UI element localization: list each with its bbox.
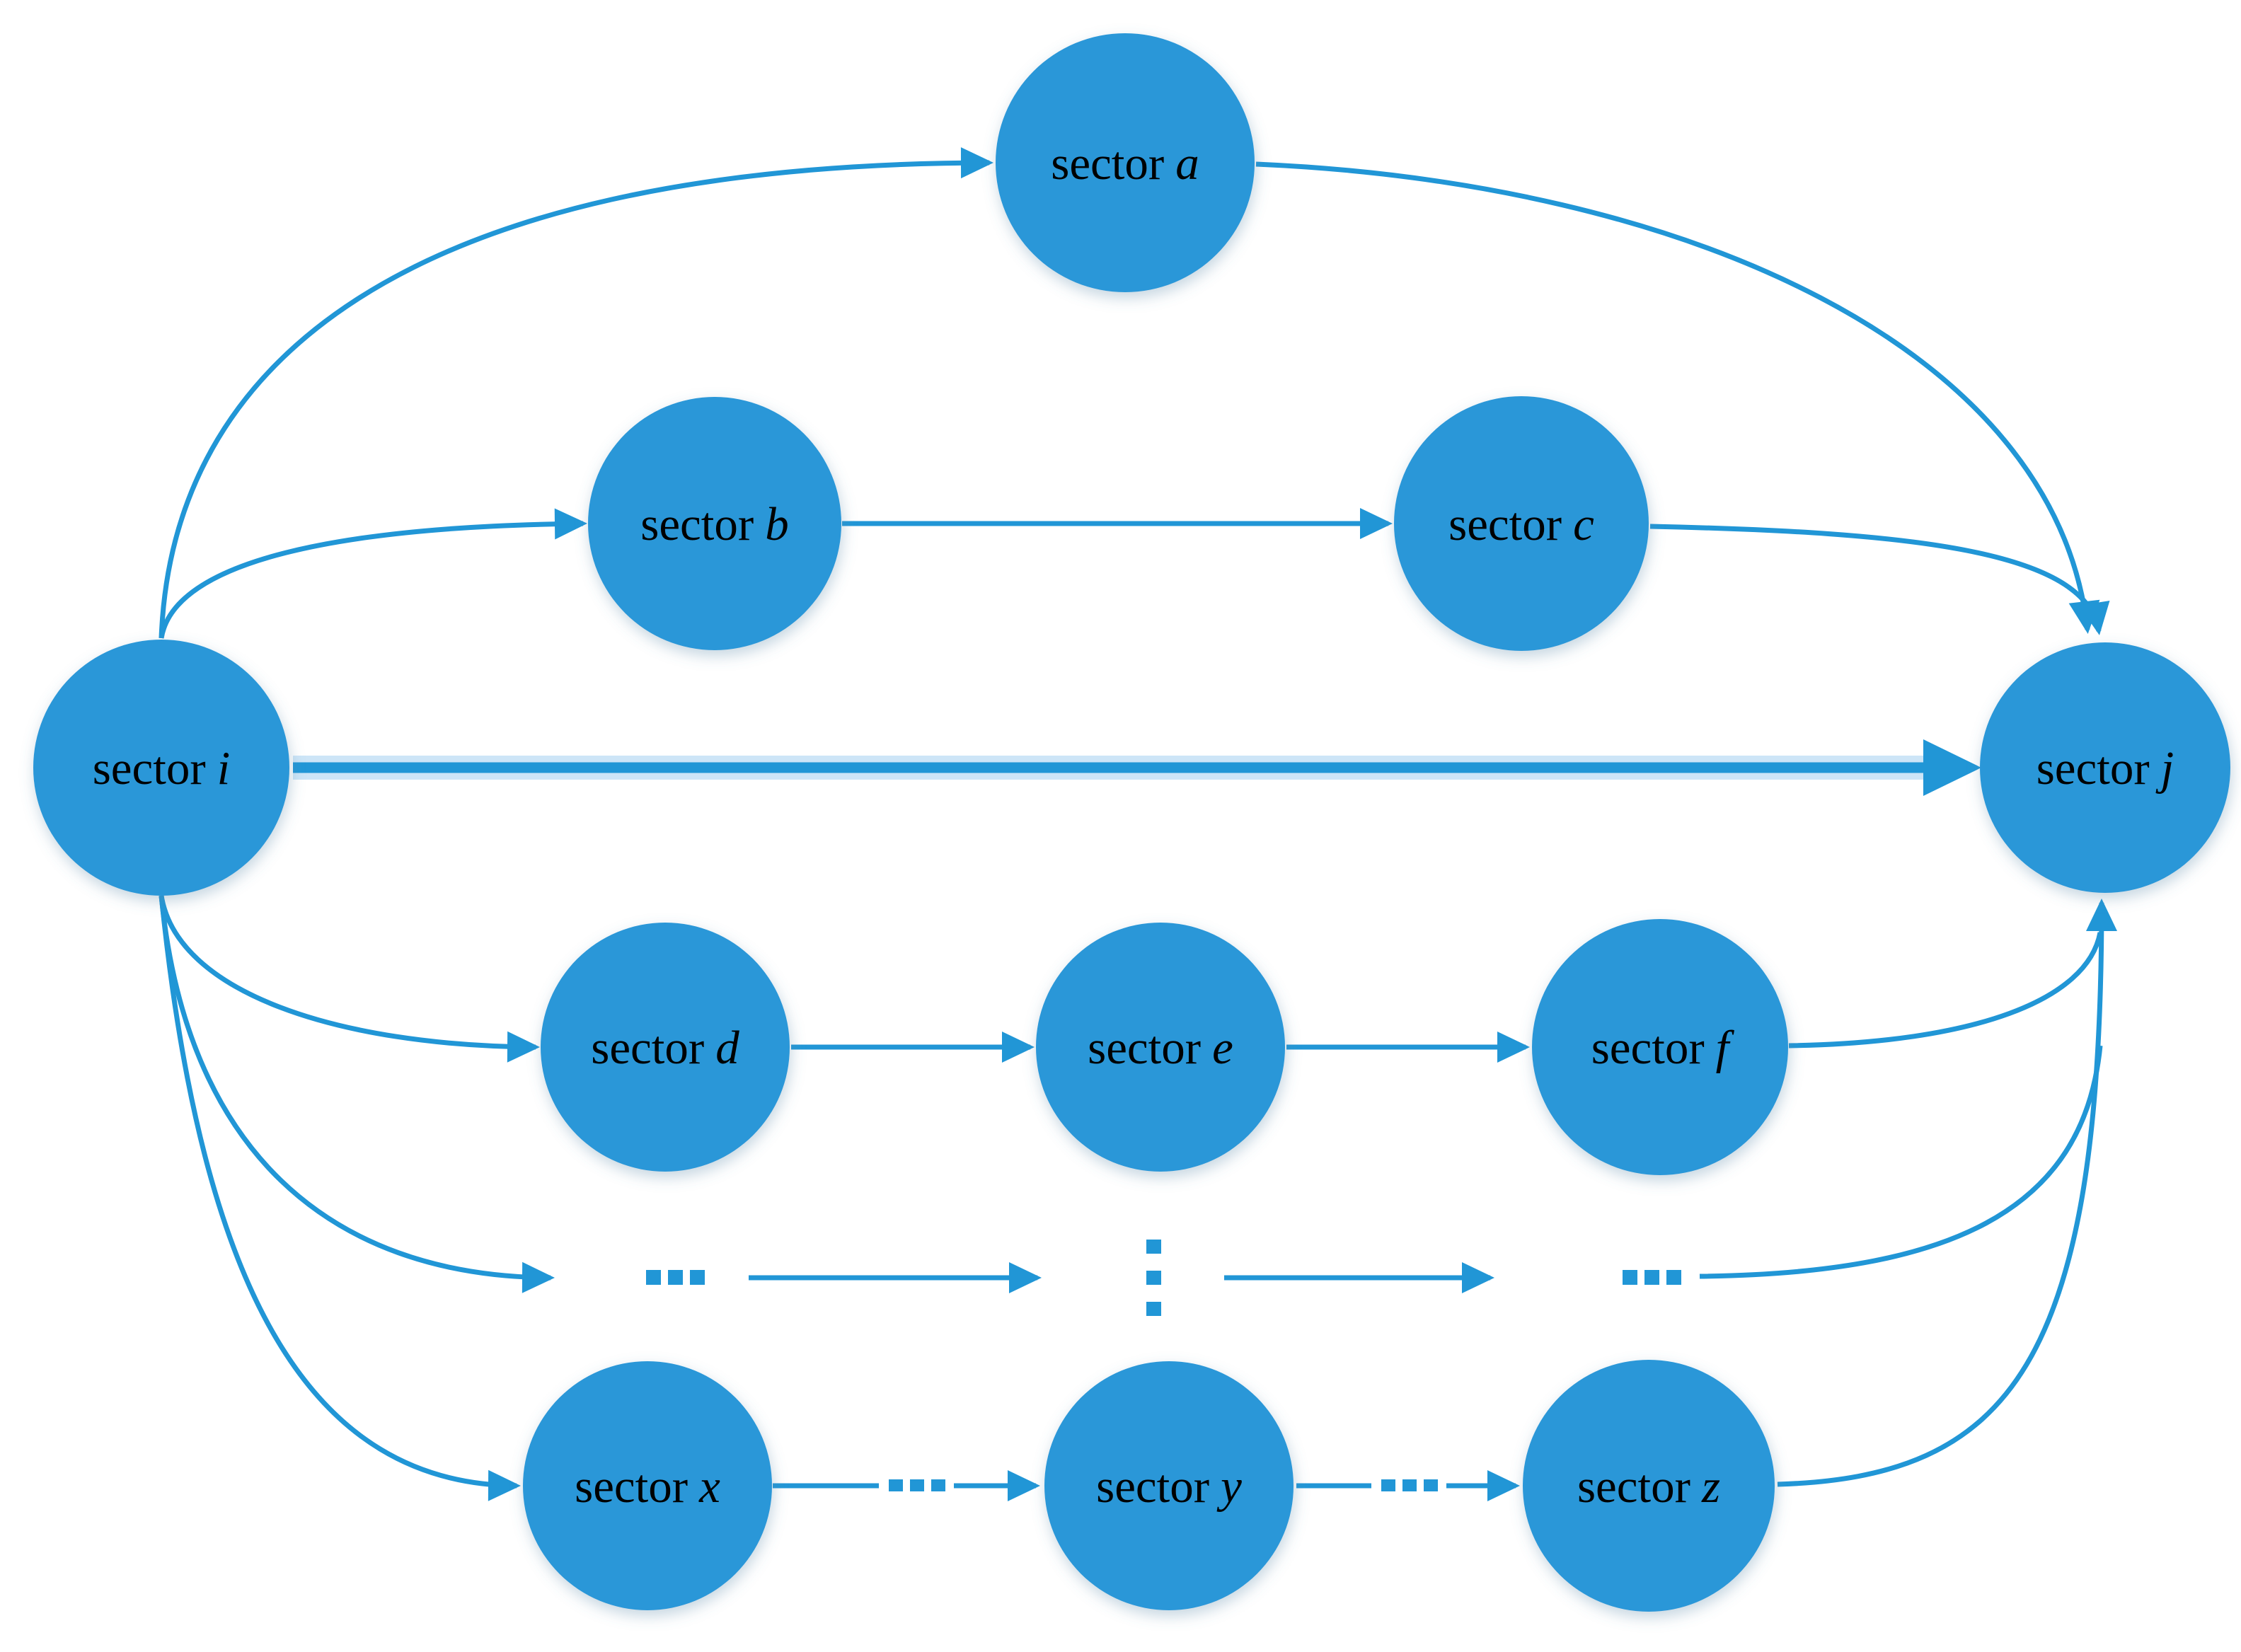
- edges-layer: [159, 147, 2117, 1501]
- node-circle: [588, 397, 841, 650]
- vertical-ellipsis-icon: [1146, 1240, 1161, 1316]
- edge-i-to-j-arrowhead: [1923, 739, 1981, 796]
- node-circle: [1980, 642, 2230, 893]
- edge-f-to-j: [1788, 932, 2103, 1049]
- edge-i-to-ellipsis-row: [159, 895, 555, 1293]
- horizontal-ellipsis-icon-right: [1623, 1270, 1681, 1285]
- edge-ellipsis-row-to-j: [1699, 1045, 2103, 1279]
- dash-dot: [1666, 1270, 1681, 1285]
- node-circle: [1532, 919, 1788, 1175]
- edge-i-to-a: [159, 147, 993, 639]
- dash-dot: [1146, 1240, 1161, 1254]
- edge-i-to-x: [159, 895, 521, 1501]
- node-circle: [1523, 1360, 1775, 1612]
- dash-dot: [1644, 1270, 1659, 1285]
- node-circle: [1036, 923, 1285, 1172]
- dash-ellipsis-icon-x-y: [889, 1479, 945, 1491]
- dash-dot: [910, 1479, 924, 1491]
- edge-z-to-j: [1777, 899, 2117, 1487]
- dash-dot: [1146, 1271, 1161, 1285]
- node-circle: [1394, 396, 1649, 651]
- dash-dot: [1402, 1479, 1417, 1491]
- dash-dot: [668, 1270, 683, 1285]
- dash-dot: [1623, 1270, 1637, 1285]
- node-circle: [523, 1361, 772, 1610]
- edge-c-to-j: [1649, 524, 2110, 635]
- node-circle: [996, 33, 1255, 292]
- dash-dot: [1424, 1479, 1438, 1491]
- dash-ellipsis-icon-y-z: [1381, 1479, 1438, 1491]
- dash-dot: [1381, 1479, 1395, 1491]
- dash-dot: [889, 1479, 903, 1491]
- edge-i-to-d: [159, 895, 540, 1063]
- edge-a-to-j: [1255, 161, 2100, 634]
- node-circle: [1044, 1361, 1294, 1610]
- node-circle: [33, 640, 289, 896]
- node-circle: [541, 923, 790, 1172]
- horizontal-ellipsis-icon-left: [646, 1270, 705, 1285]
- dash-dot: [931, 1479, 945, 1491]
- edge-i-to-b: [159, 508, 587, 639]
- dash-dot: [690, 1270, 705, 1285]
- dash-dot: [1146, 1302, 1161, 1316]
- dash-dot: [646, 1270, 661, 1285]
